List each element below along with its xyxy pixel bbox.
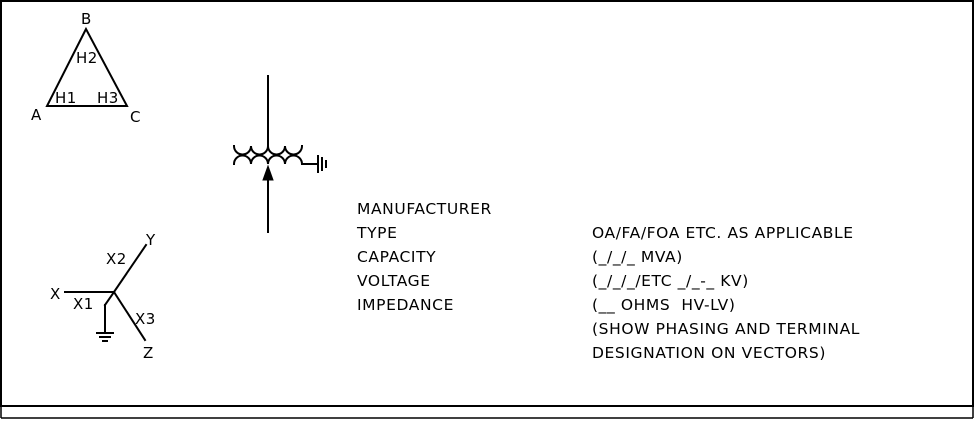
delta-terminal-h3: H3 [97,89,119,107]
wye-terminal-x1: X1 [73,295,94,313]
delta-vertex-b: B [81,10,92,28]
spec-label-voltage: VOLTAGE [357,272,431,290]
transformer-symbol [232,75,327,233]
spec-value-voltage: (_/_/_/ETC _/_-_ KV) [592,272,749,291]
wye-phase-y: Y [145,231,156,249]
delta-vertex-a: A [31,106,42,124]
wye-neutral-lead [103,290,116,307]
secondary-winding [232,154,304,166]
wye-leg-y [112,243,148,294]
spec-values: OA/FA/FOA ETC. AS APPLICABLE (_/_/_ MVA)… [592,224,860,362]
delta-vector-diagram: B A C H2 H1 H3 [31,10,141,126]
wye-phase-z: Z [143,344,154,362]
delta-terminal-h2: H2 [76,49,98,67]
flow-arrow-icon [262,164,274,181]
spec-label-type: TYPE [356,224,397,242]
delta-vertex-c: C [130,108,141,126]
wye-terminal-x2: X2 [106,250,127,268]
sheet-border [0,0,974,407]
wye-vector-diagram: X Y Z X1 X2 X3 [50,231,156,362]
note-line-2: DESIGNATION ON VECTORS) [592,344,826,362]
spec-label-capacity: CAPACITY [357,248,436,266]
spec-value-capacity: (_/_/_ MVA) [592,248,683,267]
delta-triangle [45,26,129,107]
spec-value-type: OA/FA/FOA ETC. AS APPLICABLE [592,224,854,242]
spec-label-manufacturer: MANUFACTURER [357,200,492,218]
spec-label-impedance: IMPEDANCE [357,296,454,314]
note-line-1: (SHOW PHASING AND TERMINAL [592,320,860,338]
spec-labels: MANUFACTURER TYPE CAPACITY VOLTAGE IMPED… [356,200,492,314]
delta-terminal-h1: H1 [55,89,77,107]
primary-winding [232,144,304,156]
wye-leg-z [112,290,147,342]
wye-phase-x: X [50,285,61,303]
spec-value-impedance: (__ OHMS HV-LV) [592,296,736,315]
wye-terminal-x3: X3 [135,310,156,328]
